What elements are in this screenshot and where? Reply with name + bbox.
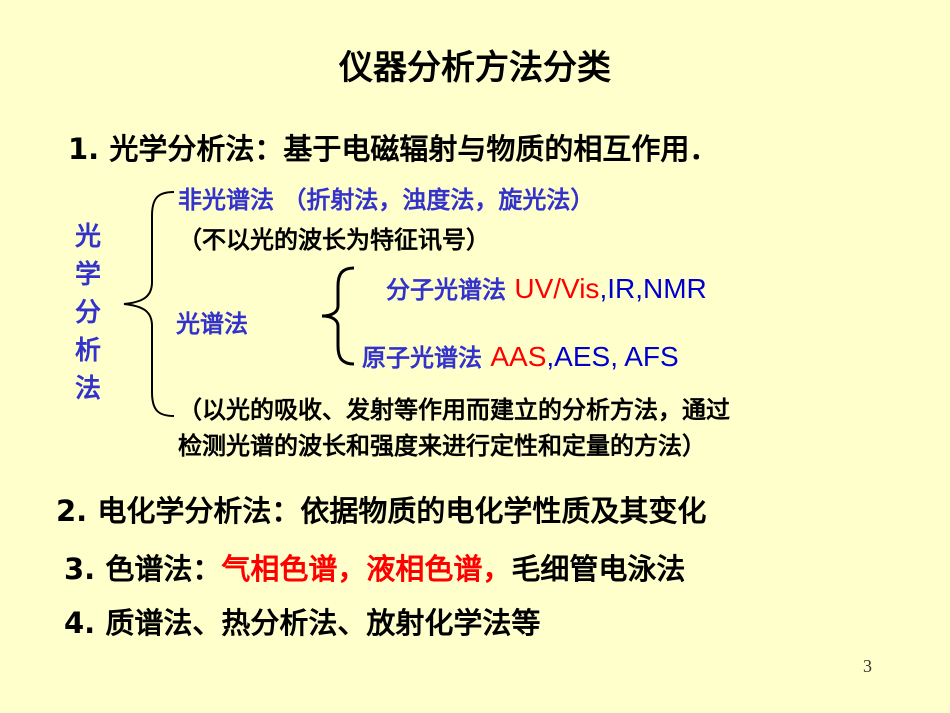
- item-3-red-methods: 气相色谱，液相色谱，: [221, 552, 512, 586]
- item-2-number: 2.: [56, 494, 88, 528]
- item-1-name: 光学分析法：: [109, 132, 284, 166]
- item-4-text: 质谱法、热分析法、放射化学法等: [105, 606, 541, 640]
- spectral-note-line-1: （以光的吸收、发射等作用而建立的分析方法，通过: [178, 396, 730, 424]
- item-3-name: 色谱法：: [105, 552, 222, 586]
- item-1-number: 1.: [68, 132, 100, 166]
- left-brace-icon: [123, 191, 175, 417]
- item-4-number: 4.: [64, 606, 96, 640]
- atomic-other-methods: ,AES, AFS: [546, 341, 679, 372]
- item-2: 2. 电化学分析法：依据物质的电化学性质及其变化: [56, 488, 706, 530]
- nonspectral-note: （不以光的波长为特征讯号）: [178, 226, 490, 254]
- item-1: 1. 光学分析法：基于电磁辐射与物质的相互作用．: [68, 126, 718, 168]
- spectral-note-line-2: 检测光谱的波长和强度来进行定性和定量的方法）: [178, 432, 706, 460]
- item-3-other-method: 毛细管电泳法: [511, 552, 686, 586]
- item-2-desc: 依据物质的电化学性质及其变化: [300, 494, 707, 528]
- molecular-spectroscopy: 分子光谱法 UV/Vis,IR,NMR: [386, 270, 707, 305]
- atomic-spectroscopy: 原子光谱法 AAS,AES, AFS: [362, 338, 679, 373]
- atomic-red-methods: AAS: [490, 341, 547, 372]
- atomic-label: 原子光谱法: [362, 344, 482, 372]
- item-3-number: 3.: [64, 552, 96, 586]
- nonspectral-methods: 非光谱法 （折射法，浊度法，旋光法）: [178, 186, 595, 214]
- item-1-desc: 基于电磁辐射与物质的相互作用．: [283, 132, 719, 166]
- item-2-name: 电化学分析法：: [97, 494, 301, 528]
- page-number: 3: [863, 656, 872, 676]
- item-4: 4. 质谱法、热分析法、放射化学法等: [64, 600, 540, 642]
- item-3: 3. 色谱法：气相色谱，液相色谱，毛细管电泳法: [64, 546, 685, 588]
- molecular-label: 分子光谱法: [386, 276, 506, 304]
- molecular-other-methods: ,IR,NMR: [599, 273, 707, 304]
- molecular-red-methods: UV/Vis: [514, 273, 600, 304]
- slide-title: 仪器分析方法分类: [339, 48, 611, 88]
- inner-brace-icon: [321, 266, 355, 366]
- spectral-methods: 光谱法: [176, 310, 248, 338]
- optical-methods-side-label: 光学分析法: [74, 222, 101, 404]
